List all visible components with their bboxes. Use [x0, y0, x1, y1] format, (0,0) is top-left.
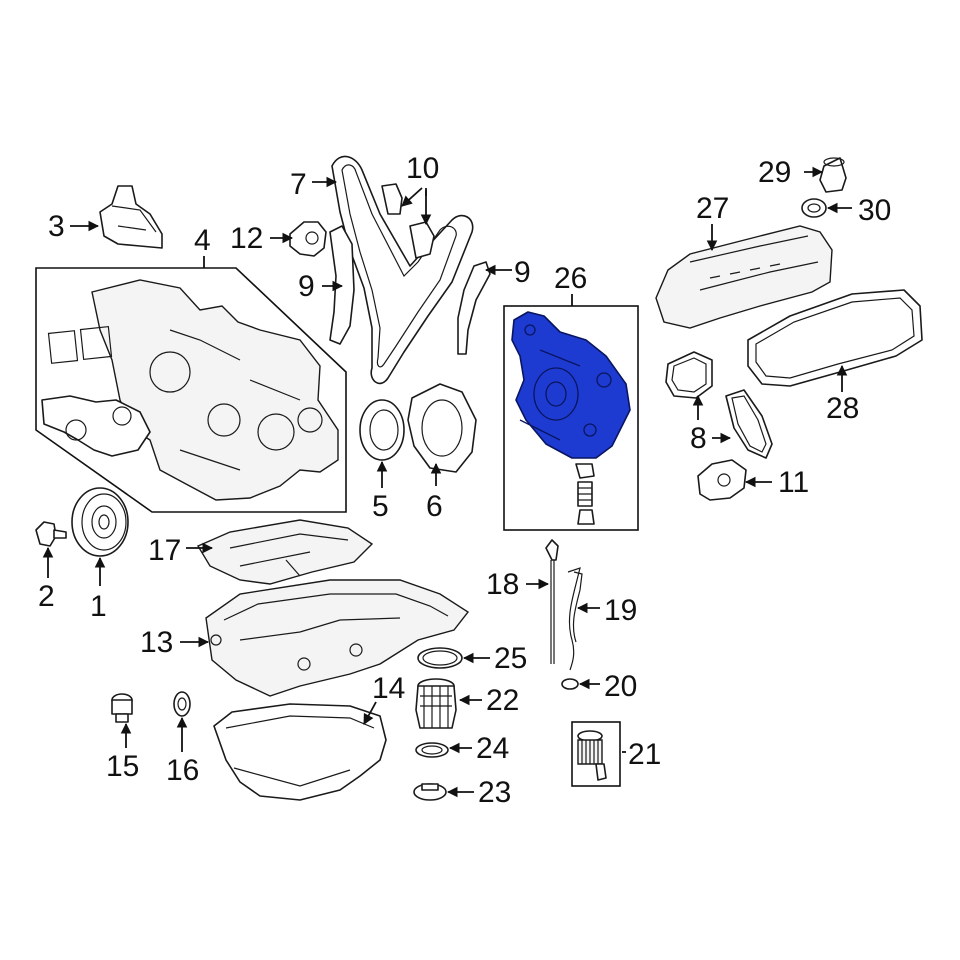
part-22-filter-housing[interactable]	[415, 678, 457, 729]
part-23-drain-cap[interactable]	[413, 783, 447, 801]
callout-3: 3	[48, 210, 65, 243]
part-9-chain-guide-right[interactable]	[457, 261, 491, 355]
callout-6: 6	[426, 490, 443, 523]
part-24-o-ring[interactable]	[415, 742, 449, 758]
callout-17: 17	[148, 534, 181, 567]
callout-28: 28	[826, 392, 859, 425]
callout-25: 25	[494, 642, 527, 675]
callout-24: 24	[476, 732, 509, 765]
callout-labels: 1 2 3 4 5 6 7 8 9 9 10 11 12 13 14 15 16…	[38, 152, 891, 809]
part-3-bracket[interactable]	[99, 185, 163, 249]
part-30-seal-ring[interactable]	[801, 198, 827, 218]
callout-1: 1	[90, 590, 107, 623]
part-18-dipstick[interactable]	[545, 539, 559, 664]
part-20-o-ring[interactable]	[561, 678, 579, 690]
leader-lines	[42, 166, 852, 798]
callout-19: 19	[604, 594, 637, 627]
part-1-crank-pulley[interactable]	[71, 487, 129, 557]
callout-26: 26	[554, 262, 587, 295]
callout-18: 18	[486, 568, 519, 601]
part-7-timing-chain[interactable]	[331, 155, 474, 385]
part-13-upper-oil-pan[interactable]	[205, 579, 470, 697]
callout-8a: 8	[690, 422, 707, 455]
callout-12: 12	[230, 222, 263, 255]
part-16-washer[interactable]	[173, 691, 191, 717]
part-25-gasket-ring[interactable]	[417, 647, 463, 669]
callout-9a: 9	[298, 270, 315, 303]
part-12-bracket[interactable]	[289, 221, 327, 257]
callout-10: 10	[406, 152, 439, 185]
callout-4: 4	[194, 224, 211, 257]
callout-5: 5	[372, 490, 389, 523]
part-27-valve-cover[interactable]	[655, 225, 833, 329]
part-21-oil-filter-group[interactable]	[571, 721, 621, 787]
part-14-lower-oil-pan[interactable]	[213, 703, 387, 801]
callout-21: 21	[628, 738, 661, 771]
callout-14: 14	[372, 672, 405, 705]
part-19-dipstick-tube[interactable]	[567, 567, 583, 671]
part-8-gaskets[interactable]	[665, 351, 773, 459]
part-4-timing-cover-group[interactable]	[35, 267, 347, 513]
part-28-gasket[interactable]	[747, 289, 923, 387]
callout-13: 13	[140, 626, 173, 659]
callout-29: 29	[758, 156, 791, 189]
callout-20: 20	[604, 670, 637, 703]
callout-15: 15	[106, 750, 139, 783]
part-29-oil-cap[interactable]	[819, 157, 847, 193]
callout-16: 16	[166, 754, 199, 787]
callout-2: 2	[38, 580, 55, 613]
part-2-bolt[interactable]	[35, 521, 67, 547]
part-26-oil-pump-group[interactable]	[503, 305, 639, 531]
callout-22: 22	[486, 684, 519, 717]
part-17-baffle-plate[interactable]	[196, 519, 374, 585]
part-11-bracket[interactable]	[697, 459, 747, 501]
callout-11: 11	[778, 466, 809, 499]
part-9-chain-guide-left[interactable]	[329, 225, 355, 345]
callout-30: 30	[858, 194, 891, 227]
part-5-seal[interactable]	[359, 399, 405, 461]
callout-27: 27	[696, 192, 729, 225]
callout-23: 23	[478, 776, 511, 809]
callout-9b: 9	[514, 256, 531, 289]
part-15-drain-plug[interactable]	[111, 693, 133, 723]
callout-7: 7	[290, 168, 307, 201]
part-6-cover-plate[interactable]	[407, 383, 477, 473]
